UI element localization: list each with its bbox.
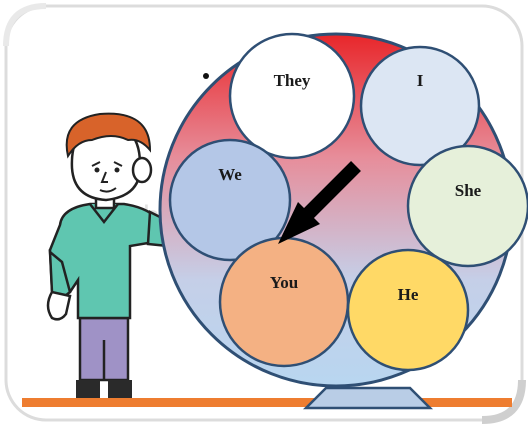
pronoun-label-he: He <box>398 285 419 304</box>
pointer-tip <box>203 73 209 79</box>
pronoun-segment-she[interactable]: She <box>406 144 528 268</box>
pronoun-label-we: We <box>218 165 242 184</box>
pronoun-segment-you[interactable]: You <box>218 236 350 368</box>
floor-line <box>22 398 512 407</box>
pronoun-label-i: I <box>417 71 424 90</box>
pronoun-segment-they[interactable]: They <box>228 32 356 160</box>
wheel-stand <box>302 386 434 410</box>
pointer-arrow-icon <box>278 161 361 244</box>
frame-corner <box>3 3 47 47</box>
pronoun-label-she: She <box>455 181 482 200</box>
pronoun-segment-he[interactable]: He <box>346 248 470 372</box>
pronoun-label-you: You <box>270 273 298 292</box>
pronoun-segment-we[interactable]: We <box>168 138 292 262</box>
frame-corner-shadow <box>481 379 526 424</box>
teacher-figure <box>46 112 172 398</box>
pronoun-segment-i[interactable]: I <box>359 45 481 167</box>
pronoun-label-they: They <box>274 71 311 90</box>
